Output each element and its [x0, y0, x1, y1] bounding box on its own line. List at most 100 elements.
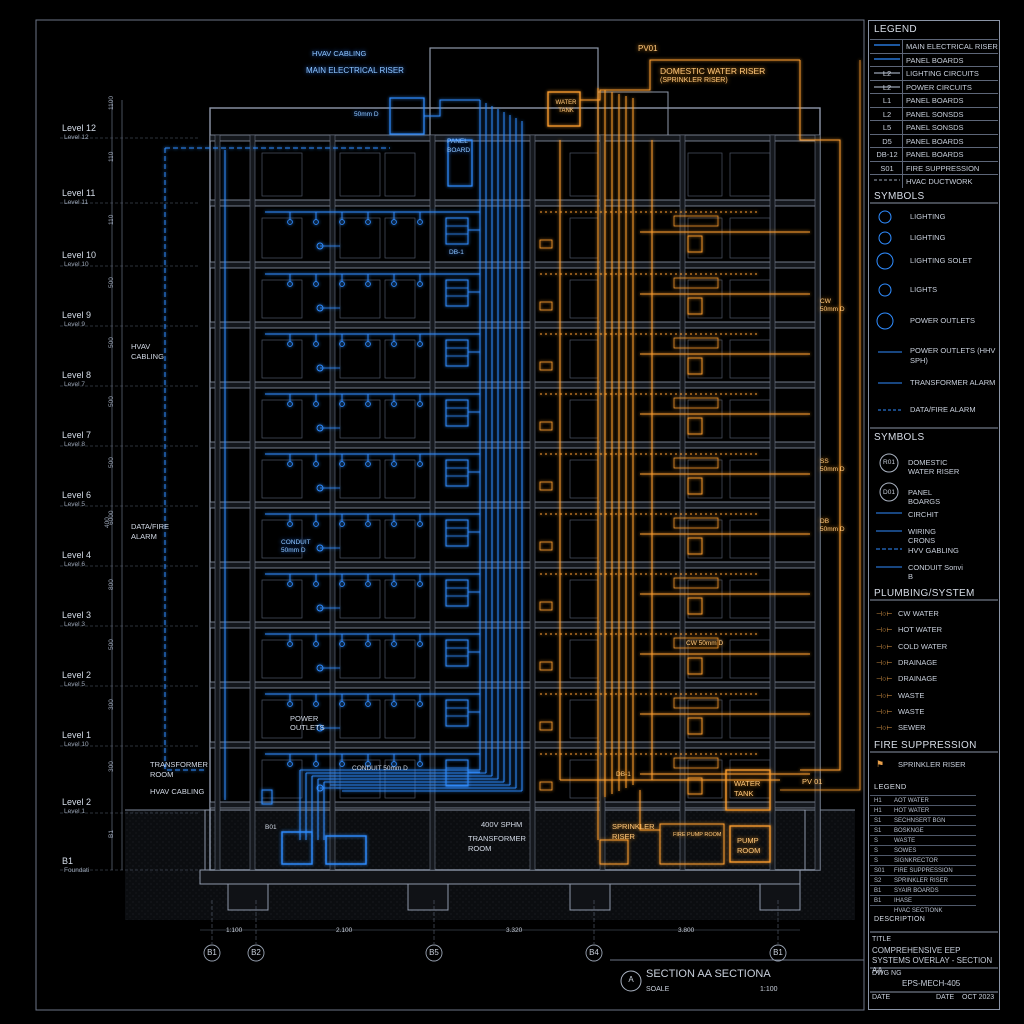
level-name-text: Level 10: [62, 250, 97, 260]
dim-label: 1100: [108, 96, 115, 110]
grid-label: B1: [770, 948, 786, 957]
small-legend-label: SPRINKLER RISER: [894, 878, 949, 884]
panel-board-5: [445, 459, 469, 487]
small-legend-label: HVAC SECTIONK: [894, 908, 943, 914]
light-fixture-5-3: [365, 461, 371, 467]
basement-outline: [204, 809, 806, 871]
light-fixture-4-3: [365, 401, 371, 407]
main-riser-label: MAIN ELECTRICAL RISER: [306, 66, 404, 75]
pump-room-box: [729, 825, 771, 863]
small-legend-key: S1: [874, 818, 882, 824]
symbol2-row: CIRCHIT: [908, 510, 964, 519]
symbol-label: DATA/FIRE ALARM: [910, 405, 976, 414]
partition-4-0: [261, 399, 303, 439]
light-fixture-9-3: [365, 701, 371, 707]
partition-4-2: [384, 399, 416, 439]
legend-separator: [902, 148, 903, 161]
light-fixture-7-2: [339, 581, 345, 587]
grid-span: 2.100: [336, 927, 352, 934]
plumbing-label: DRAINAGE: [898, 657, 938, 667]
fixture-1: [687, 235, 703, 253]
symbol2-circle-0: [879, 453, 899, 473]
small-legend-title: LEGEND: [874, 782, 907, 791]
partition-8-2: [384, 639, 416, 679]
symbol-icon-3: [878, 283, 892, 297]
legend-separator: [902, 121, 903, 134]
level-name: Level 6: [62, 490, 91, 500]
symbol-row: POWER OUTLETS (HHV SPH): [910, 346, 996, 366]
plumbing-label: COLD WATER: [898, 641, 948, 651]
date-value: OCT 2023: [962, 994, 995, 1001]
fixture-3: [687, 357, 703, 375]
legend-label: PANEL BOARDS: [906, 150, 964, 159]
column-8: [814, 134, 821, 871]
title-label: TITLE: [872, 936, 892, 943]
symbol2-key: D01: [880, 489, 898, 496]
small-legend-label: HOT WATER: [894, 808, 930, 814]
partition-0-0: [261, 152, 303, 197]
level-sub-text: Level 9: [64, 321, 85, 328]
symbol-icon-4: [876, 312, 894, 330]
building-outline: [209, 107, 821, 871]
symbol-label: TRANSFORMER ALARM: [910, 378, 996, 387]
small-legend-label: IHASE: [894, 898, 913, 904]
small-legend-key: S01: [874, 868, 885, 874]
light-fixture-4-1: [313, 401, 319, 407]
legend-label: PANEL BOARDS: [906, 55, 964, 65]
valve-tag-4: [539, 421, 553, 431]
legend-row: PANEL BOARDS: [870, 52, 998, 67]
dim-label: 300: [108, 699, 115, 710]
symbol-label: POWER OUTLETS: [910, 316, 976, 325]
partition-8-3: [569, 639, 599, 679]
column-7: [769, 134, 776, 871]
light-fixture-10-4: [391, 761, 397, 767]
grid-bubble-2: [425, 944, 443, 962]
floor-slab-10: [209, 741, 821, 749]
partition-1-3: [569, 217, 599, 259]
partition-2-2: [384, 279, 416, 319]
grid-label-text: B1: [207, 948, 217, 957]
sprinkler-riser-label: SPRINKLER RISER: [612, 822, 655, 841]
outer-loop: [780, 60, 861, 791]
dim-label: 110: [108, 152, 115, 162]
partition-7-1: [339, 579, 381, 619]
partition-4-4: [687, 399, 723, 439]
dim-label: 110: [108, 215, 115, 225]
light-fixture-6-3: [365, 521, 371, 527]
data-fire-label: DATA/FIRE ALARM: [131, 522, 170, 541]
level-name-text: Level 7: [62, 430, 92, 440]
grid-span: 3.800: [678, 927, 694, 934]
light-fixture-9-2: [339, 701, 345, 707]
light-fixture-7-4: [391, 581, 397, 587]
light-fixture-8-3: [365, 641, 371, 647]
light-fixture-5-0: [287, 461, 293, 467]
plumbing-row: ⊣○⊢DRAINAGE: [876, 674, 937, 683]
floor-tag-label: 50mm D: [354, 111, 379, 118]
legend-key: L5: [882, 123, 892, 132]
partition-4-5: [729, 399, 771, 439]
legend-row: HVAC DUCTWORK: [870, 174, 998, 188]
hvav-cabling-low-label: HVAV CABLING: [150, 787, 205, 796]
light-fixture-9-5: [417, 701, 423, 707]
light-fixture-2-0: [287, 281, 293, 287]
meter-box: [261, 789, 273, 805]
symbols2-title: SYMBOLS: [874, 432, 925, 443]
panel-board-top: [447, 139, 473, 187]
light-fixture-4-0: [287, 401, 293, 407]
level-name-text: Level 4: [62, 550, 92, 560]
light-fixture-7-1: [313, 581, 319, 587]
partition-3-3: [569, 339, 599, 379]
panel-board-8: [445, 639, 469, 667]
feeder-top: [424, 99, 480, 117]
legend-key: L2: [882, 82, 892, 92]
plumbing-row: ⊣○⊢HOT WATER: [876, 625, 942, 634]
partition-9-2: [384, 699, 416, 739]
partition-1-5: [729, 217, 771, 259]
column-3: [429, 134, 436, 871]
